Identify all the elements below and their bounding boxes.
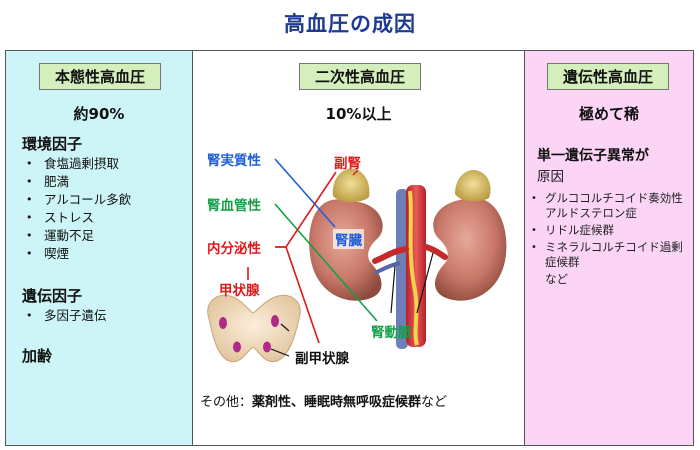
parathyroid-label: 副甲状腺 (295, 351, 349, 367)
essential-header: 本態性高血圧 (39, 63, 161, 90)
list-item: ストレス (22, 209, 131, 227)
other-causes-bold: 薬剤性、睡眠時無呼吸症候群 (252, 395, 422, 410)
hereditary-header: 遺伝性高血圧 (547, 63, 669, 90)
renovascular-connector (274, 203, 378, 322)
endocrine-label: 内分泌性 (207, 241, 261, 257)
single-gene-subtitle: 原因 (537, 169, 564, 185)
hereditary-list: グルココルチコイド奏効性アルドステロン症 リドル症候群 ミネラルコルチコイド過剰… (529, 191, 689, 272)
secondary-header: 二次性高血圧 (299, 63, 421, 90)
thyroid-label: 甲状腺 (219, 283, 260, 299)
list-item: 肥満 (22, 173, 131, 191)
renal-parenchymal-label: 腎実質性 (207, 153, 261, 169)
secondary-hypertension-panel: 二次性高血圧 10%以上 (192, 50, 525, 446)
environmental-factors-title: 環境因子 (22, 135, 83, 153)
renovascular-label: 腎血管性 (207, 198, 261, 214)
list-item: 運動不足 (22, 227, 131, 245)
parathyroid-pointer-1 (280, 323, 290, 332)
renal-parenchymal-connector (274, 158, 336, 228)
other-prefix: その他： (200, 395, 253, 410)
renal-artery-label: 腎動脈 (371, 325, 412, 341)
list-item: グルココルチコイド奏効性アルドステロン症 (529, 191, 689, 221)
list-item: 喫煙 (22, 245, 131, 263)
renal-artery-pointer-2 (416, 252, 434, 314)
renal-artery-left-shape (372, 246, 409, 264)
hereditary-rarity: 極めて稀 (578, 105, 639, 123)
other-suffix: など (421, 395, 448, 410)
adrenal-label: 副腎 (334, 156, 361, 172)
kidney-label: 腎臓 (333, 229, 364, 249)
left-kidney-shape (309, 199, 383, 301)
genetic-factors-list: 多因子遺伝 (22, 307, 107, 325)
list-item: ミネラルコルチコイド過剰症候群 (529, 240, 689, 270)
right-kidney-shape (433, 197, 507, 301)
parathyroid-pointer-2 (270, 348, 290, 357)
adrenal-label-connector (352, 169, 359, 176)
vena-cava-shape (396, 189, 408, 349)
essential-percent: 約90% (73, 105, 125, 123)
essential-hypertension-panel: 本態性高血圧 約90% 環境因子 食塩過剰摂取 肥満 アルコール多飲 ストレス … (5, 50, 193, 446)
left-adrenal-shape (332, 168, 370, 203)
list-item: アルコール多飲 (22, 191, 131, 209)
right-adrenal-shape (455, 169, 491, 202)
thyroid-illustration (207, 294, 301, 363)
page-title: 高血圧の成因 (284, 12, 416, 36)
secondary-percent: 10%以上 (325, 105, 392, 123)
list-item: 食塩過剰摂取 (22, 155, 131, 173)
single-gene-title: 単一遺伝子異常が (537, 148, 649, 164)
kidney-anatomy-illustration (207, 158, 507, 363)
endocrine-to-parathyroid-connector (275, 246, 320, 344)
aging-label: 加齢 (22, 347, 53, 365)
environmental-factors-list: 食塩過剰摂取 肥満 アルコール多飲 ストレス 運動不足 喫煙 (22, 155, 131, 263)
list-item: 多因子遺伝 (22, 307, 107, 325)
list-item: リドル症候群 (529, 223, 689, 238)
hereditary-etc: など (545, 272, 568, 286)
renal-artery-pointer-1 (390, 265, 396, 314)
hereditary-hypertension-panel: 遺伝性高血圧 極めて稀 単一遺伝子異常が 原因 グルココルチコイド奏効性アルドス… (524, 50, 694, 446)
other-causes-line: その他：薬剤性、睡眠時無呼吸症候群など (200, 391, 447, 410)
genetic-factors-title: 遺伝因子 (22, 287, 83, 305)
renal-artery-right-shape (423, 244, 448, 260)
